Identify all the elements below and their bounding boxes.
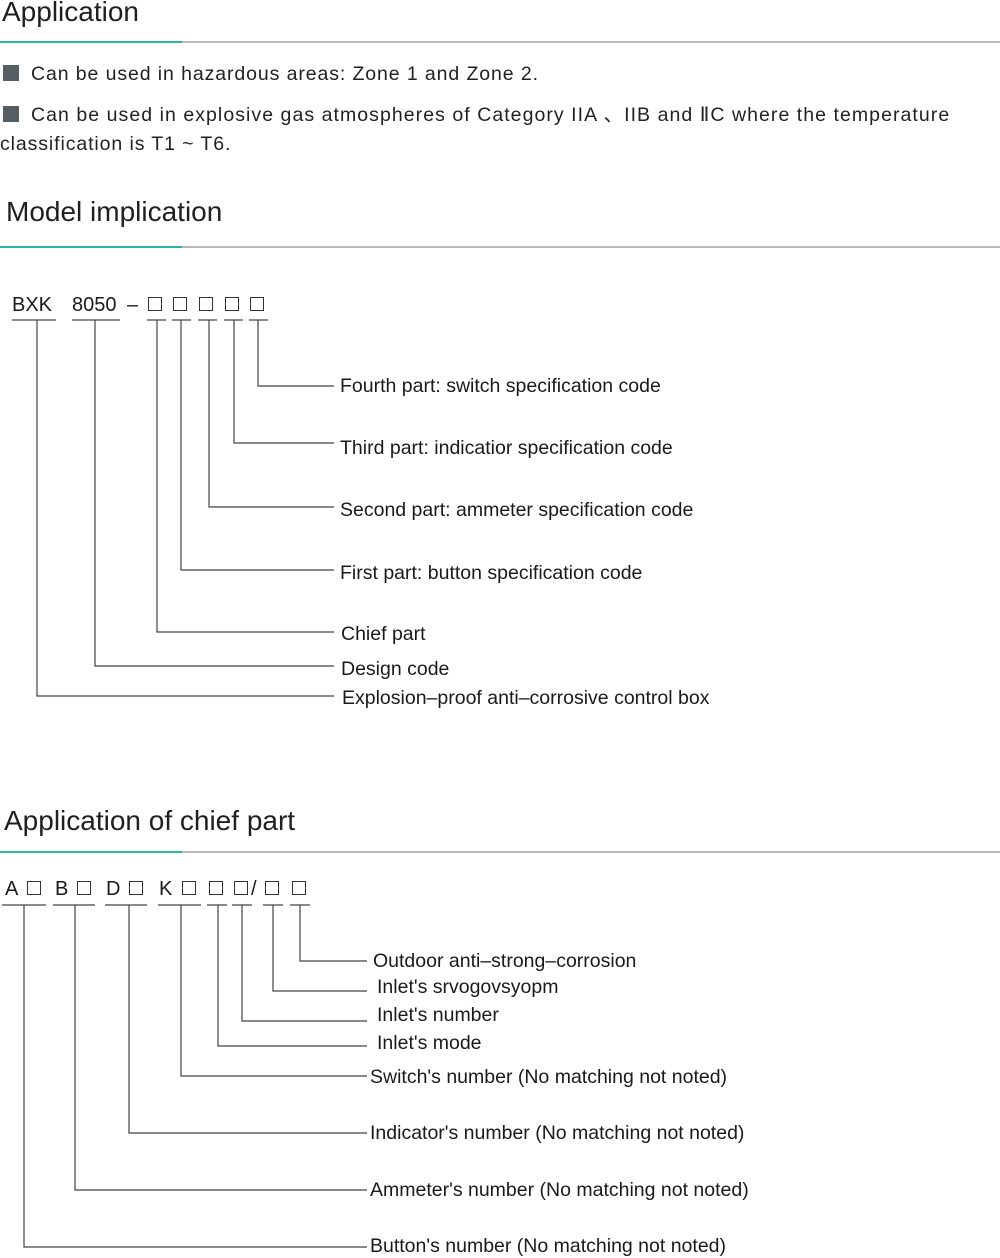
chief-code-box-d [129, 881, 143, 895]
chief-code-box-a [27, 881, 41, 895]
model-code-box-4 [225, 297, 239, 311]
chief-code-box-outdoor [292, 881, 306, 895]
chief-code-box-inlet-number [234, 881, 248, 895]
model-rule [0, 246, 1000, 248]
bullet-text: Can be used in hazardous areas: Zone 1 a… [31, 63, 539, 85]
chief-label-inlet-number: Inlet's number [377, 1004, 499, 1026]
model-code-prefix: BXK [12, 294, 53, 316]
chief-label-button-number: Button's number (No matching not noted) [370, 1235, 726, 1257]
chief-code-letter-b: B [55, 878, 69, 900]
chief-label-inlet-mode: Inlet's mode [377, 1032, 482, 1054]
model-label-chief-part: Chief part [341, 623, 426, 645]
chief-label-indicator-number: Indicator's number (No matching not note… [370, 1122, 745, 1144]
model-code-box-2 [173, 297, 187, 311]
bullet-text: Can be used in explosive gas atmospheres… [31, 104, 951, 126]
chief-label-outdoor: Outdoor anti–strong–corrosion [373, 950, 637, 972]
model-label-control-box: Explosion–proof anti–corrosive control b… [342, 687, 710, 709]
chief-code-slash: / [251, 878, 257, 900]
application-title: Application [2, 0, 139, 27]
chief-code-box-inlet-spec [265, 881, 279, 895]
model-label-first-part: First part: button specification code [340, 562, 643, 584]
chief-label-switch-number: Switch's number (No matching not noted) [370, 1066, 728, 1088]
model-label-second-part: Second part: ammeter specification code [340, 499, 694, 521]
model-label-design-code: Design code [341, 658, 450, 680]
square-bullet-icon [3, 65, 19, 81]
application-bullet-1: Can be used in hazardous areas: Zone 1 a… [3, 63, 539, 86]
chief-code-box-inlet-mode [209, 881, 223, 895]
chief-label-ammeter-number: Ammeter's number (No matching not noted) [370, 1179, 749, 1201]
chief-label-inlet-spec: Inlet's srvogovsyopm [377, 976, 559, 998]
model-label-third-part: Third part: indicatior specification cod… [340, 437, 673, 459]
model-code-dash: – [127, 294, 139, 316]
model-code-box-5 [250, 297, 264, 311]
square-bullet-icon [3, 106, 19, 122]
chief-code-letter-k: K [159, 878, 173, 900]
chief-code-letter-d: D [106, 878, 121, 900]
model-label-fourth-part: Fourth part: switch specification code [340, 375, 661, 397]
chief-rule [0, 851, 1000, 853]
model-code-box-1 [148, 297, 162, 311]
application-bullet-2-cont: classification is T1 ~ T6. [0, 133, 232, 155]
model-title: Model implication [6, 196, 223, 227]
chief-code-box-b [77, 881, 91, 895]
model-code-box-3 [199, 297, 213, 311]
model-code-design: 8050 [72, 294, 117, 316]
chief-code-letter-a: A [5, 878, 19, 900]
application-bullet-2: Can be used in explosive gas atmospheres… [3, 98, 950, 127]
application-rule [0, 41, 1000, 43]
chief-code-box-k [182, 881, 196, 895]
chief-title: Application of chief part [4, 805, 296, 836]
